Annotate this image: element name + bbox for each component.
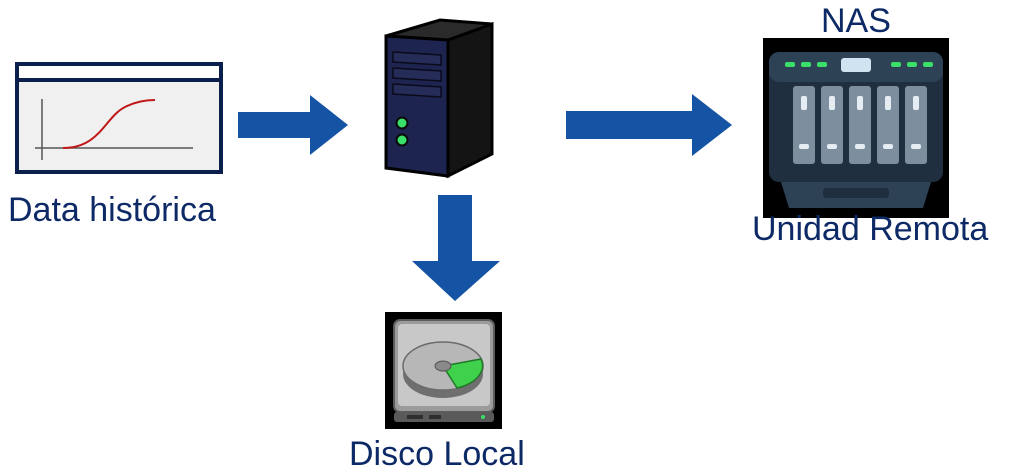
hard-disk-icon — [385, 312, 502, 429]
local-disk-label: Disco Local — [349, 435, 525, 473]
remote-unit-label: Unidad Remota — [752, 210, 989, 248]
chart-window-icon — [15, 62, 223, 174]
server-tower-icon — [384, 18, 494, 179]
arrow-right-icon — [566, 94, 732, 156]
historical-data-label: Data histórica — [8, 191, 216, 229]
arrow-down-icon — [412, 195, 500, 301]
arrow-right-icon — [238, 95, 348, 155]
nas-label: NAS — [821, 2, 891, 40]
nas-device-icon — [763, 38, 949, 218]
